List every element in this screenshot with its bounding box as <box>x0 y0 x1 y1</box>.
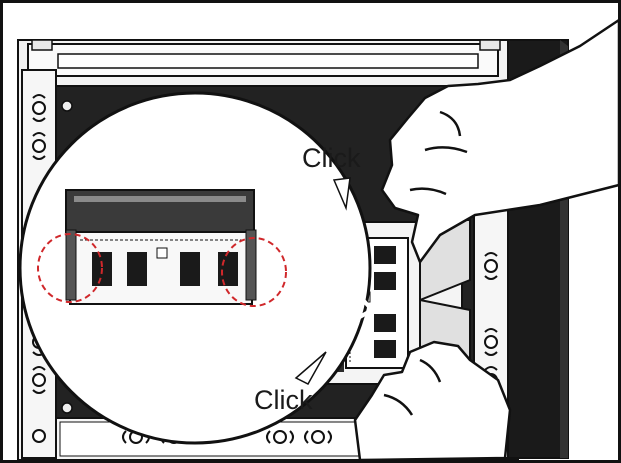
lower-hand <box>353 340 512 462</box>
right-latch-highlight <box>221 237 287 307</box>
left-latch-highlight <box>37 233 103 303</box>
keyhole-slot <box>32 366 46 394</box>
keyhole-slot <box>484 328 498 356</box>
magnifier-inset <box>18 91 376 445</box>
keyhole-slot <box>266 430 294 444</box>
upper-hand <box>380 18 621 264</box>
keyhole-slot <box>32 94 46 122</box>
rail-hole <box>32 429 46 443</box>
bottom-click-label: Click <box>254 385 313 415</box>
hand-illustration-icon <box>353 18 621 462</box>
top-wedge-arrow-icon <box>332 177 351 211</box>
left-rail-slots <box>32 94 46 443</box>
keyhole-slot <box>32 132 46 160</box>
keyhole-slot <box>484 252 498 280</box>
bottom-wedge-arrow-icon <box>294 351 327 385</box>
top-click-label: Click <box>302 143 361 173</box>
keyhole-slot <box>304 430 332 444</box>
